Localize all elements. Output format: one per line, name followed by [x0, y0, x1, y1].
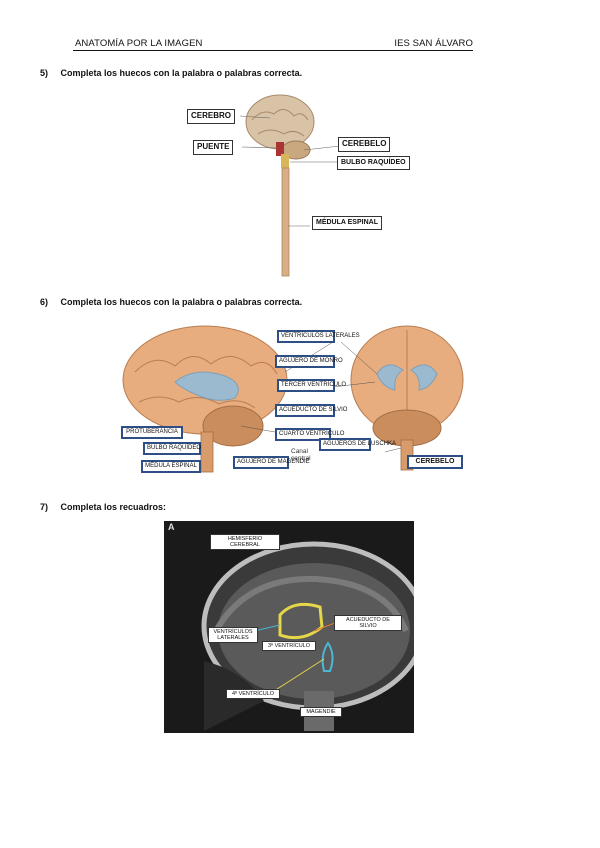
label-acueducto-silvio: ACUEDUCTO DE SILVIO — [275, 404, 347, 417]
label-agujeros-luschka: AGUJEROS DE LUSCHKA — [319, 438, 396, 451]
header-left: ANATOMÍA POR LA IMAGEN — [75, 38, 203, 49]
label-agujero-monro: AGUJERO DE MONRO — [275, 355, 343, 368]
question-number: 6) — [40, 297, 49, 307]
mri-figure: A HEMISFERIO CEREBRAL VENTRÍCULOS LATERA… — [164, 521, 427, 733]
mri-label-hemisferio: HEMISFERIO CEREBRAL — [210, 534, 280, 551]
question-text: Completa los huecos con la palabra o pal… — [60, 297, 303, 307]
label-agujero-magendie: AGUJERO DE MAGENDIE — [233, 456, 310, 469]
label-puente: PUENTE — [193, 140, 234, 155]
header-right: IES SAN ÁLVARO — [394, 38, 473, 49]
question-number: 7) — [40, 502, 49, 512]
label-cuarto-ventriculo: CUARTO VENTRÍCULO — [275, 428, 344, 441]
label-canal-central: Canal central — [291, 448, 311, 463]
page-header: ANATOMÍA POR LA IMAGEN IES SAN ÁLVARO — [73, 38, 473, 51]
label-medula: MÉDULA ESPINAL — [312, 216, 382, 230]
label-tercer-ventriculo: TERCER VENTRÍCULO — [277, 379, 346, 392]
ventricles-illustration — [122, 325, 464, 473]
ventricles-figure: VENTRÍCULOS LATERALES AGUJERO DE MONRO T… — [115, 322, 475, 482]
mri-label-acueducto: ACUEDUCTO DE SILVIO — [334, 615, 402, 632]
mri-label-cuarto: 4º VENTRÍCULO — [226, 689, 280, 700]
mri-label-ventriculos: VENTRÍCULOS LATERALES — [208, 627, 258, 644]
mri-label-tercer: 3º VENTRÍCULO — [262, 641, 316, 652]
label-medula-espinal: MÉDULA ESPINAL — [141, 460, 201, 473]
question-5: 5) Completa los huecos con la palabra o … — [40, 68, 302, 78]
brain-spinal-figure: CEREBRO PUENTE CEREBELO BULBO RAQUÍDEO M… — [180, 90, 420, 280]
mri-label-magendie: MAGENDIE — [300, 707, 342, 718]
label-cerebro: CEREBRO — [187, 109, 236, 124]
question-text: Completa los recuadros: — [60, 502, 167, 512]
question-7: 7) Completa los recuadros: — [40, 502, 166, 512]
label-ventriculos-laterales: VENTRÍCULOS LATERALES — [277, 330, 360, 343]
question-6: 6) Completa los huecos con la palabra o … — [40, 297, 302, 307]
label-cerebelo-2: CEREBELO — [407, 455, 463, 469]
label-cerebelo: CEREBELO — [338, 137, 391, 152]
label-bulbo: BULBO RAQUÍDEO — [337, 156, 410, 170]
mri-corner-letter: A — [168, 522, 175, 532]
label-bulbo-raquideo: BULBO RAQUÍDEO — [143, 442, 201, 455]
question-number: 5) — [40, 68, 49, 78]
brain-spinal-illustration — [239, 94, 341, 277]
label-protuberancia: PROTUBERANCIA — [121, 426, 183, 439]
question-text: Completa los huecos con la palabra o pal… — [60, 68, 303, 78]
